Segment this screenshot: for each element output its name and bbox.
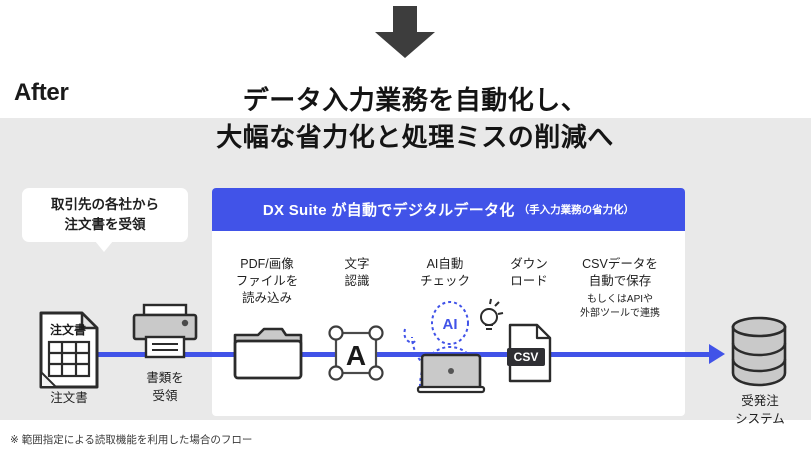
svg-text:AI: AI [443, 316, 458, 333]
callout-text: 取引先の各社から 注文書を受領 [51, 197, 159, 232]
ai-check-icon: AI [400, 295, 510, 400]
step-label-2: 文字 認識 [344, 257, 370, 288]
step-sublabel-5: もしくはAPIや 外部ツールで連携 [580, 294, 660, 319]
banner-subtitle: （手入力業務の省力化） [518, 204, 635, 216]
banner-title: DX Suite が自動でデジタルデータ化 [262, 202, 515, 219]
csv-file-icon: CSV [505, 322, 555, 389]
svg-text:A: A [346, 340, 366, 371]
step-label-3: AI自動 チェック [419, 257, 470, 288]
left-flow-label-1: 注文書 [50, 391, 88, 405]
callout-tail [95, 241, 113, 252]
headline-line-2: 大幅な省力化と処理ミスの削減へ [216, 121, 614, 152]
flow-line [97, 352, 717, 357]
section-tag-label: After [14, 79, 69, 106]
flow-arrow-head-icon [709, 344, 725, 364]
step-label-4: ダウン ロード [510, 257, 548, 288]
step-label-5: CSVデータを 自動で保存 [582, 257, 658, 288]
headline-line-1: データ入力業務を自動化し、 [242, 85, 588, 115]
folder-icon [232, 325, 304, 386]
svg-text:CSV: CSV [514, 350, 539, 364]
down-arrow-icon [371, 6, 439, 58]
printer-icon [130, 303, 200, 364]
page-title: データ入力業務を自動化し、 大幅な省力化と処理ミスの削減へ [150, 82, 680, 156]
text-recognition-icon: A [327, 325, 385, 386]
svg-text:注文書: 注文書 [50, 322, 86, 337]
section-tag-after: After [0, 72, 146, 118]
order-document-icon: 注文書 [38, 310, 100, 395]
database-icon [728, 315, 790, 392]
footnote-text: ※ 範囲指定による読取機能を利用した場合のフロー [10, 434, 253, 446]
callout-bubble: 取引先の各社から 注文書を受領 [22, 188, 188, 242]
panel-banner: DX Suite が自動でデジタルデータ化 （手入力業務の省力化） [212, 188, 685, 231]
right-flow-label-1: 受発注 システム [735, 394, 785, 426]
left-flow-label-2: 書類を 受領 [146, 371, 184, 403]
step-label-1: PDF/画像 ファイルを 読み込み [235, 257, 299, 305]
